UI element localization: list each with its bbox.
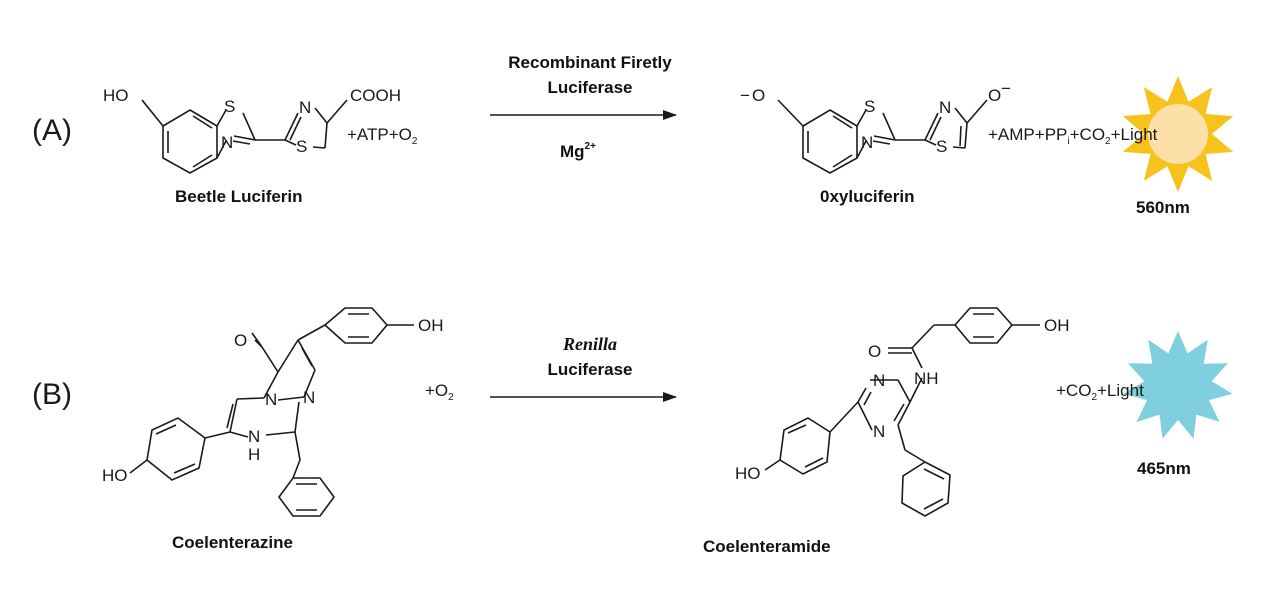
panel-b-byproducts: +CO2+Light — [1056, 381, 1144, 403]
panel-a-enzyme-line2: Luciferase — [547, 78, 632, 97]
luciferin-ho-label: HO — [103, 86, 129, 105]
coelenteramide-n2-label: N — [873, 422, 885, 441]
oxyluciferin-caption: 0xyluciferin — [820, 187, 915, 206]
coelenteramide-left-phenol-ring — [779, 417, 831, 475]
luciferin-n2-label: N — [299, 98, 311, 117]
coelenterazine-structure: O N N N H OH HO — [102, 307, 444, 517]
sun-560nm-icon — [1122, 76, 1234, 192]
beetle-luciferin-caption: Beetle Luciferin — [175, 187, 303, 206]
coelenteramide-o-label: O — [868, 342, 881, 361]
wavelength-465nm: 465nm — [1137, 459, 1191, 478]
panel-a-cosubstrates: +ATP+O2 — [347, 125, 418, 147]
oxyluciferin-o-right-label: O — [988, 86, 1001, 105]
panel-a-byproducts: +AMP+PPi+CO2+Light — [988, 125, 1158, 147]
coelenterazine-benzyl-ring — [278, 477, 335, 517]
coelenterazine-n1-label: N — [265, 390, 277, 409]
oxyluciferin-s2-label: S — [936, 137, 947, 156]
luciferin-cooh-label: COOH — [350, 86, 401, 105]
oxyluciferin-charge-right: − — [1001, 79, 1011, 98]
oxyluciferin-structure: − O S N N S O − — [740, 79, 1011, 174]
coelenterazine-nh-label: N — [248, 427, 260, 446]
panel-b-enzyme-line2: Luciferase — [547, 360, 632, 379]
panel-b-cosubstrates: +O2 — [425, 381, 454, 403]
panel-a-enzyme-line1: Recombinant Firetly — [508, 53, 672, 72]
coelenteramide-caption: Coelenteramide — [703, 537, 831, 556]
coelenterazine-ho-label: HO — [102, 466, 128, 485]
oxyluciferin-s1-label: S — [864, 97, 875, 116]
panel-b-label: (B) — [32, 378, 72, 411]
oxyluciferin-n1-label: N — [861, 133, 873, 152]
coelenteramide-benzyl-ring — [901, 461, 951, 517]
luciferin-s2-label: S — [296, 137, 307, 156]
coelenterazine-h-label: H — [248, 445, 260, 464]
coelenteramide-oh-label: OH — [1044, 316, 1070, 335]
coelenterazine-oh-label: OH — [418, 316, 444, 335]
wavelength-560nm: 560nm — [1136, 198, 1190, 217]
panel-a-label: (A) — [32, 114, 72, 147]
coelenteramide-n1-label: N — [873, 371, 885, 390]
sun-465nm-icon — [1123, 331, 1233, 439]
coelenterazine-n2-label: N — [303, 388, 315, 407]
coelenterazine-o-label: O — [234, 331, 247, 350]
oxyluciferin-charge-left: − — [740, 86, 750, 105]
oxyluciferin-benzene-ring — [802, 109, 858, 174]
panel-a: (A) HO S — [32, 53, 1234, 217]
luciferin-s1-label: S — [224, 97, 235, 116]
coelenterazine-caption: Coelenterazine — [172, 533, 293, 552]
coelenterazine-left-phenol-ring — [146, 417, 206, 481]
sun-560nm-core — [1148, 104, 1208, 164]
beetle-luciferin-structure: HO S N N S COOH — [103, 86, 401, 174]
coelenteramide-nh-label: NH — [914, 369, 939, 388]
luciferin-benzene-ring — [162, 109, 218, 174]
oxyluciferin-o-left-label: O — [752, 86, 765, 105]
panel-a-cofactor: Mg2+ — [560, 141, 596, 161]
luciferin-n1-label: N — [221, 133, 233, 152]
coelenteramide-structure: O NH N N OH HO — [735, 307, 1070, 517]
panel-b: (B) — [32, 307, 1233, 556]
panel-b-enzyme-line1: Renilla — [562, 334, 617, 354]
oxyluciferin-n2-label: N — [939, 98, 951, 117]
sun-465nm-rays — [1123, 331, 1233, 439]
coelenteramide-ho-label: HO — [735, 464, 761, 483]
